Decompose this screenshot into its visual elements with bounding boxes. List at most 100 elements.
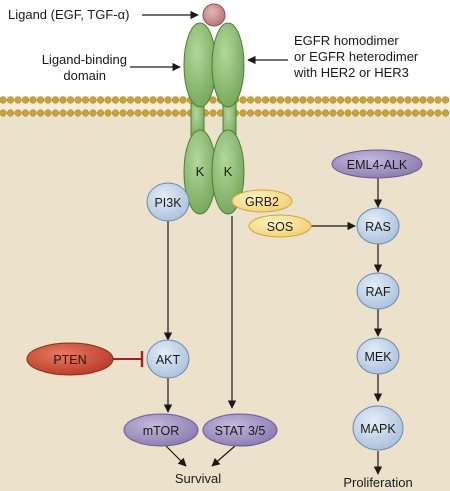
node-sos: SOS xyxy=(248,214,312,238)
node-grb2: GRB2 xyxy=(231,189,293,213)
survival-label: Survival xyxy=(175,471,221,486)
membrane-lipid-head xyxy=(126,96,135,104)
membrane-lipid-head xyxy=(381,96,390,104)
membrane-lipid-head xyxy=(164,109,172,117)
membrane-lipid-head xyxy=(111,109,120,117)
membrane-lipid-head xyxy=(366,96,375,104)
membrane-lipid-head xyxy=(126,109,135,117)
egfr-label-line3: with HER2 or HER3 xyxy=(293,65,409,80)
membrane-lipid-head xyxy=(261,109,270,117)
membrane-lipid-head xyxy=(104,96,112,104)
membrane-lipid-head xyxy=(96,96,105,104)
membrane-lipid-head xyxy=(306,109,315,117)
membrane-lipid-head xyxy=(156,96,165,104)
arrow-mtor-survival xyxy=(165,445,187,467)
membrane-lipid-head xyxy=(0,96,7,104)
membrane-lipid-head xyxy=(291,109,300,117)
arrow-stat-survival xyxy=(211,445,236,467)
membrane-lipid-head xyxy=(96,109,105,117)
membrane-lipid-head xyxy=(119,96,127,104)
membrane-lipid-head xyxy=(134,96,142,104)
node-mtor: mTOR xyxy=(123,413,199,447)
ligand-binding-label-line2: domain xyxy=(63,68,106,83)
membrane-lipid-head xyxy=(359,109,367,117)
membrane-lipid-head xyxy=(74,96,82,104)
membrane-lipid-head xyxy=(171,109,180,117)
membrane-lipid-head xyxy=(156,109,165,117)
ligand-label: Ligand (EGF, TGF-α) xyxy=(8,7,129,22)
membrane-lipid-head xyxy=(344,109,352,117)
membrane-lipid-head xyxy=(29,109,37,117)
membrane-lipid-head xyxy=(29,96,37,104)
membrane-lipid-head xyxy=(6,96,15,104)
membrane-lipid-head xyxy=(74,109,82,117)
membrane-lipid-head xyxy=(411,109,420,117)
membrane-lipid-head xyxy=(51,109,60,117)
membrane-lipid-head xyxy=(381,109,390,117)
membrane-lipid-head xyxy=(111,96,120,104)
raf-label: RAF xyxy=(366,285,391,299)
pten-label: PTEN xyxy=(53,353,86,367)
membrane-lipid-head xyxy=(419,96,427,104)
membrane-lipid-head xyxy=(44,96,52,104)
membrane-lipid-head xyxy=(179,96,187,104)
membrane-lipid-head xyxy=(254,109,262,117)
membrane-lipid-head xyxy=(441,109,450,117)
membrane-lipid-head xyxy=(269,96,277,104)
membrane-lipid-head xyxy=(291,96,300,104)
membrane-lipid-head xyxy=(269,109,277,117)
ligand-binding-domain-right xyxy=(211,22,245,108)
membrane-lipid-head xyxy=(359,96,367,104)
pathway-arrows xyxy=(163,178,383,475)
membrane-lipid-head xyxy=(6,109,15,117)
membrane-lipid-head xyxy=(329,96,337,104)
membrane-lipid-head xyxy=(239,109,247,117)
membrane-lipid-head xyxy=(396,109,405,117)
membrane-lipid-head xyxy=(314,96,322,104)
membrane-lipid-head xyxy=(59,96,67,104)
membrane-lipid-head xyxy=(36,109,45,117)
membrane-lipid-head xyxy=(66,96,75,104)
mapk-label: MAPK xyxy=(360,422,396,436)
membrane-lipid-head xyxy=(299,96,307,104)
membrane-lipid-head xyxy=(246,96,255,104)
membrane-lipid-head xyxy=(51,96,60,104)
egfr-receptor-dimer: K K xyxy=(183,22,245,215)
ligand-icon xyxy=(202,3,226,27)
membrane-lipid-head xyxy=(404,109,412,117)
membrane-lipid-head xyxy=(239,96,247,104)
membrane-lipid-head xyxy=(351,109,360,117)
akt-label: AKT xyxy=(156,353,181,367)
membrane-lipid-head xyxy=(299,109,307,117)
membrane-lipid-head xyxy=(321,96,330,104)
membrane-lipid-head xyxy=(426,109,435,117)
membrane-lipid-head xyxy=(209,109,217,117)
membrane-lipid-head xyxy=(261,96,270,104)
node-mapk: MAPK xyxy=(352,405,404,451)
egfr-label-line2: or EGFR heterodimer xyxy=(294,49,419,64)
membrane-lipid-head xyxy=(411,96,420,104)
membrane-lipid-head xyxy=(276,96,285,104)
membrane-lipid-head xyxy=(441,96,450,104)
node-ras: RAS xyxy=(356,207,400,245)
membrane-lipid-head xyxy=(21,109,30,117)
node-stat: STAT 3/5 xyxy=(202,413,278,447)
membrane-lipid-head xyxy=(21,96,30,104)
membrane-lipid-head xyxy=(426,96,435,104)
membrane-lipid-head xyxy=(314,109,322,117)
grb2-label: GRB2 xyxy=(245,195,279,209)
membrane-lipid-head xyxy=(0,109,7,117)
membrane-lipid-head xyxy=(59,109,67,117)
membrane-lipid-head xyxy=(141,96,150,104)
membrane-lipid-head xyxy=(254,96,262,104)
membrane-lipid-head xyxy=(284,96,292,104)
ras-label: RAS xyxy=(365,220,391,234)
sos-label: SOS xyxy=(267,220,293,234)
membrane-lipid-head xyxy=(14,96,22,104)
node-pten: PTEN xyxy=(26,342,114,376)
eml4-alk-label: EML4-ALK xyxy=(347,158,408,172)
membrane-lipid-head xyxy=(141,109,150,117)
node-akt: AKT xyxy=(146,339,190,379)
